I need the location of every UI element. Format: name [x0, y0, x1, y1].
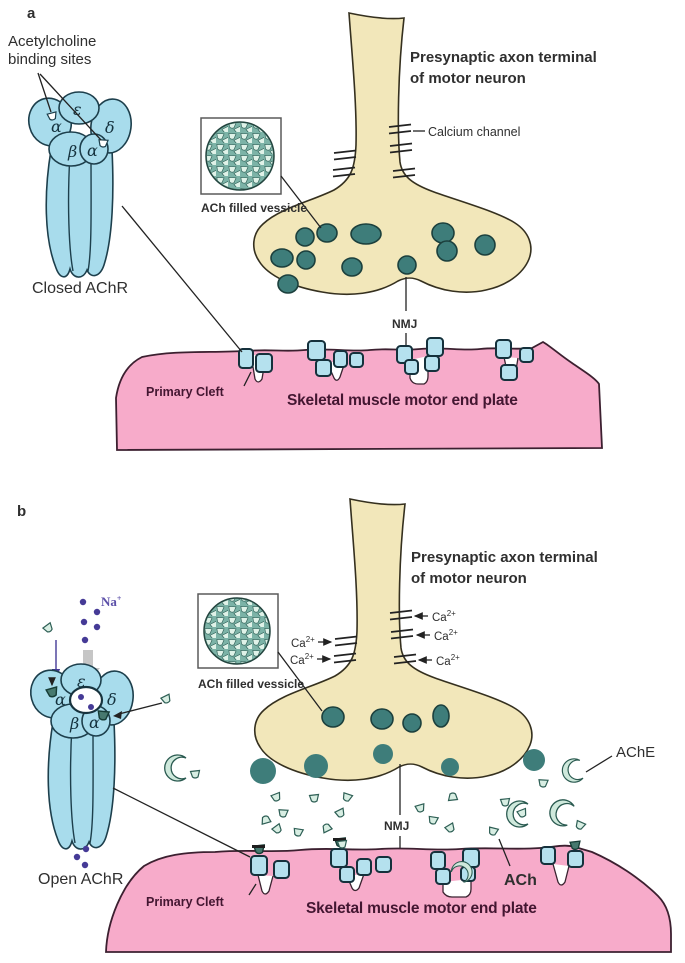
inset-pointer: [277, 651, 323, 712]
primary-cleft-label-b: Primary Cleft: [146, 895, 225, 909]
achr-to-muscle-pointer-a: [121, 205, 243, 353]
synaptic-vesicles-a: [270, 222, 496, 294]
calcium-channel-icon: [334, 635, 358, 647]
subunit-delta-label: δ: [105, 118, 115, 137]
ca-label: Ca: [434, 631, 449, 643]
panel-b-letter: b: [17, 503, 26, 520]
na-ions-exiting: [73, 845, 90, 869]
terminal-title-a-line2: of motor neuron: [410, 70, 526, 87]
open-achr-label: Open AChR: [38, 871, 123, 888]
primary-cleft-pointer-a: [243, 371, 252, 387]
muscle-label-b: Skeletal muscle motor end plate: [306, 900, 537, 917]
subunit-alpha2-label: α: [89, 713, 100, 732]
svg-text:Na+: Na+: [101, 594, 122, 609]
ca-sup: 2+: [447, 609, 456, 618]
panel-b: b Presynaptic axon terminal of motor neu…: [17, 498, 672, 953]
open-pore: [68, 685, 104, 715]
calcium-channel-icon: [333, 149, 357, 161]
vesicle-inset-a: ACh filled vessicle: [200, 117, 322, 229]
binding-site-pointer-1: [37, 72, 52, 113]
subunit-epsilon-label: ε: [77, 672, 86, 691]
terminal-title-b-line1: Presynaptic axon terminal: [411, 549, 598, 566]
ca-ion-labels: Ca2+ Ca2+ Ca2+ Ca2+ Ca2+: [290, 609, 460, 668]
inset-pointer: [280, 175, 322, 229]
ca-label: Ca: [291, 638, 306, 650]
ach-pointer: [498, 838, 511, 867]
muscle-a: [115, 340, 603, 451]
svg-text:Ca2+: Ca2+: [290, 652, 314, 667]
svg-text:Ca2+: Ca2+: [434, 628, 458, 643]
subunit-beta-label: β: [69, 714, 79, 733]
primary-cleft-pointer-b: [248, 883, 257, 896]
ach-molecule: [41, 622, 55, 635]
ca-sup: 2+: [449, 628, 458, 637]
closed-achr-label: Closed AChR: [32, 280, 128, 297]
muscle-b: [105, 844, 672, 953]
terminal-title-a-line1: Presynaptic axon terminal: [410, 49, 597, 66]
ache-pointer: [585, 755, 613, 773]
na-label: Na: [101, 594, 117, 609]
nmj-label-b: NMJ: [384, 819, 409, 833]
subunit-epsilon-label: ε: [73, 100, 82, 119]
vesicle-closeup-texture: [205, 599, 269, 663]
subunit-delta-label: δ: [107, 690, 117, 709]
ach-binding-pointer: [118, 702, 163, 715]
inset-label-a: ACh filled vessicle: [201, 201, 307, 215]
open-achr: α ε δ β α: [24, 663, 138, 850]
inset-label-b: ACh filled vessicle: [198, 677, 304, 691]
achr-protein: [22, 91, 136, 278]
bound-ach-icon: [569, 840, 581, 851]
muscle-label-a: Skeletal muscle motor end plate: [287, 392, 518, 409]
terminal-title-b-line2: of motor neuron: [411, 570, 527, 587]
subunit-alpha-label: α: [55, 690, 66, 709]
achr-to-muscle-pointer-b: [112, 787, 251, 858]
ca-label: Ca: [436, 656, 451, 668]
calcium-channel-label: Calcium channel: [428, 125, 520, 139]
panel-a: a Presynaptic axon terminal of motor neu…: [8, 5, 603, 451]
ca-label: Ca: [432, 612, 447, 624]
closed-achr: α ε δ β α: [22, 91, 136, 278]
ca-sup: 2+: [451, 653, 460, 662]
na-sup: +: [117, 594, 122, 603]
subunit-alpha-label: α: [51, 117, 62, 136]
svg-text:Ca2+: Ca2+: [436, 653, 460, 668]
ca-label: Ca: [290, 655, 305, 667]
achr-squares-a: [238, 337, 534, 381]
binding-site-pointer-2: [39, 73, 102, 141]
ach-label: ACh: [504, 872, 537, 889]
panel-a-letter: a: [27, 5, 36, 22]
vesicle-closeup-texture: [207, 123, 273, 189]
ca-sup: 2+: [306, 635, 315, 644]
nmj-label-a: NMJ: [392, 317, 417, 331]
na-ions-entering: [79, 598, 101, 644]
ach-binding-arrowhead: [113, 711, 122, 719]
primary-cleft-label-a: Primary Cleft: [146, 385, 225, 399]
ca-sup: 2+: [305, 652, 314, 661]
ache-label: AChE: [616, 744, 655, 761]
subunit-beta-label: β: [67, 142, 77, 161]
achr-squares-b: [250, 837, 584, 885]
synaptic-vesicles-b: [250, 704, 545, 784]
svg-text:Ca2+: Ca2+: [291, 635, 315, 650]
subunit-alpha2-label: α: [87, 141, 98, 160]
svg-text:Ca2+: Ca2+: [432, 609, 456, 624]
binding-sites-label-line1: Acetylcholine: [8, 33, 96, 50]
vesicle-inset-b: ACh filled vessicle: [197, 593, 323, 712]
binding-sites-label-line2: binding sites: [8, 51, 91, 68]
